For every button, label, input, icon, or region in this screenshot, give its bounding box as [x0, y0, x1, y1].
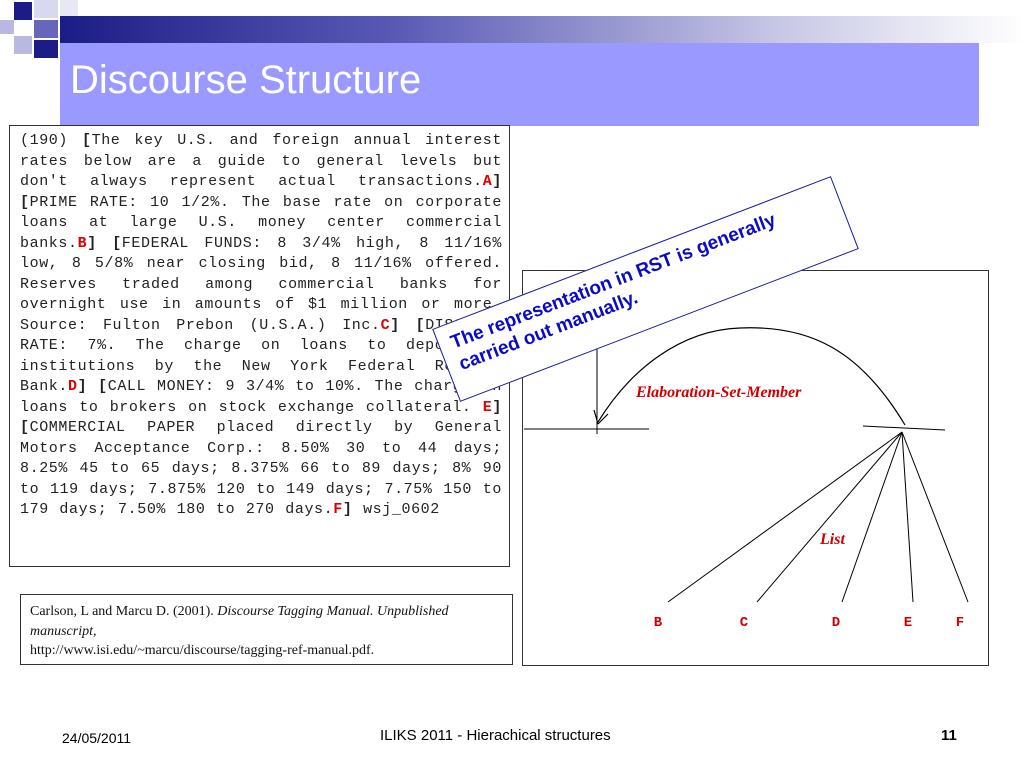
- example-prefix: (190): [20, 132, 82, 149]
- title-band: [60, 43, 979, 126]
- segment-text: CALL MONEY: 9 3/4% to 10%. The charge on…: [20, 378, 502, 416]
- reference-box: [20, 594, 513, 665]
- page-number: 11: [941, 727, 957, 744]
- deco-square: [60, 0, 78, 16]
- reference-title: Discourse Tagging Manual. Unpublished ma…: [30, 604, 449, 639]
- segment-close-bracket: ]: [492, 398, 502, 416]
- segment-label: C: [380, 316, 391, 334]
- segment-text: PRIME RATE: 10 1/2%. The base rate on co…: [20, 193, 502, 252]
- slide-title: Discourse Structure: [70, 58, 422, 102]
- deco-square: [34, 40, 58, 58]
- segment-text: FEDERAL FUNDS: 8 3/4% high, 8 11/16% low…: [20, 234, 503, 334]
- segment-label: D: [68, 378, 78, 395]
- segment-text: The key U.S. and foreign annual interest…: [20, 132, 502, 190]
- segment-label: A: [482, 173, 493, 190]
- segment-text: COMMERCIAL PAPER placed directly by Gene…: [20, 419, 502, 518]
- segment-close-bracket: ]: [87, 234, 113, 252]
- deco-square: [34, 20, 58, 38]
- segment-label: E: [482, 398, 493, 416]
- footer-date: 24/05/2011: [62, 730, 132, 746]
- segment-label: B: [77, 234, 88, 252]
- segment-open-bracket: [: [20, 419, 30, 436]
- title-gradient-bar: [60, 16, 1024, 43]
- example-suffix: wsj_0602: [363, 501, 440, 518]
- deco-square: [14, 2, 32, 20]
- deco-square: [34, 0, 58, 18]
- reference-url: http://www.isi.edu/~marcu/discourse/tagg…: [30, 643, 375, 658]
- segment-open-bracket: [: [98, 378, 108, 395]
- segment-open-bracket: [: [20, 193, 30, 211]
- example-text: (190) [The key U.S. and foreign annual i…: [20, 131, 502, 521]
- reference-text: Carlson, L and Marcu D. (2001). Discours…: [30, 602, 510, 661]
- segment-open-bracket: [: [82, 132, 92, 149]
- segment-close-bracket: ]: [77, 378, 99, 395]
- reference-authors: Carlson, L and Marcu D. (2001).: [30, 604, 218, 619]
- segment-label: F: [333, 501, 343, 518]
- segment-close-bracket: ]: [342, 501, 364, 518]
- segment-close-bracket: ]: [492, 173, 502, 190]
- footer-title: ILIKS 2011 - Hierachical structures: [380, 727, 611, 744]
- deco-square: [14, 36, 32, 54]
- example-text-box: [9, 125, 510, 567]
- segment-open-bracket: [: [112, 234, 122, 252]
- segment-close-bracket: ]: [390, 316, 416, 334]
- deco-square: [0, 20, 14, 34]
- segment-open-bracket: [: [415, 316, 426, 334]
